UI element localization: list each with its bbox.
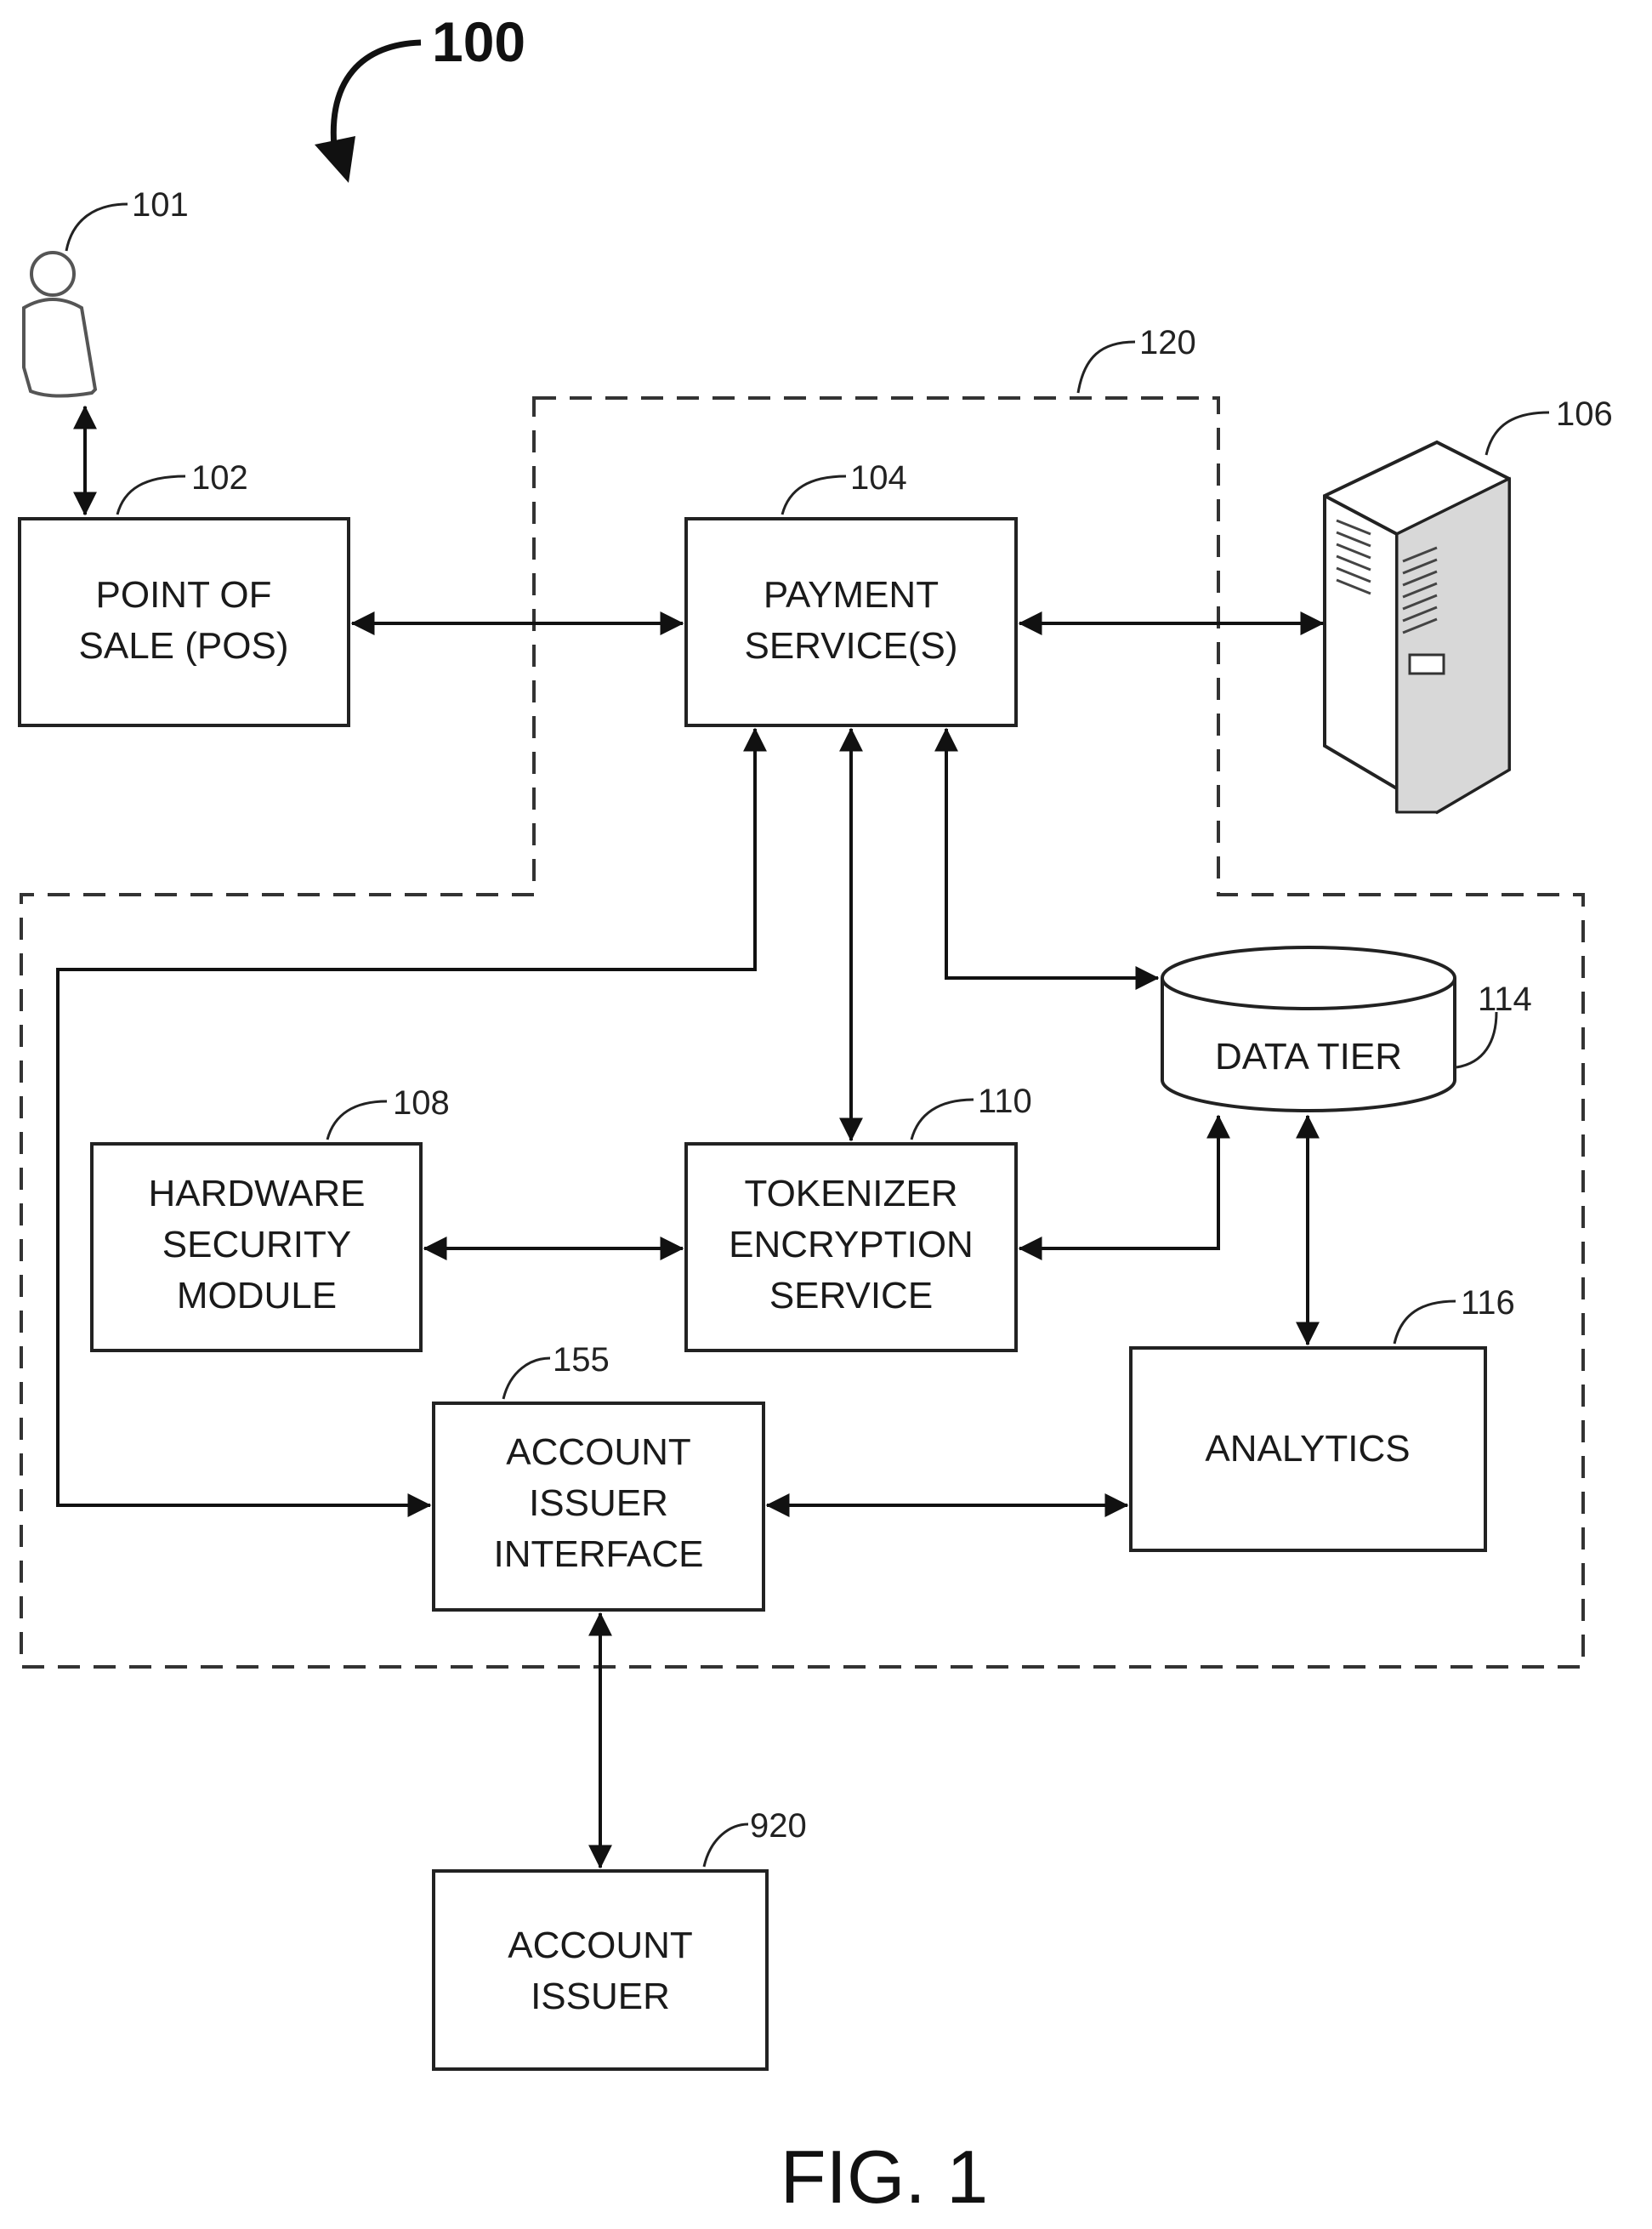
aii-label-line-1: ACCOUNT: [506, 1431, 691, 1473]
figure-caption: FIG. 1: [781, 2135, 989, 2219]
datatier-label: DATA TIER: [1215, 1036, 1402, 1078]
analytics-lead-line: [1394, 1301, 1456, 1344]
issuer-lead-line: [704, 1824, 748, 1867]
analytics-ref: 116: [1461, 1284, 1515, 1322]
datatier-lead-line: [1456, 1012, 1496, 1067]
datatier-node: DATA TIER 114: [1162, 947, 1532, 1111]
payment-datatier-arrow: [946, 729, 1158, 978]
tokenizer-label-line-3: SERVICE: [769, 1275, 933, 1316]
aii-ref: 155: [553, 1341, 610, 1379]
datatier-cylinder-top: [1162, 947, 1455, 1009]
server-drive-icon: [1410, 655, 1444, 674]
pos-box: [20, 519, 349, 725]
pos-label-line-1: POINT OF: [96, 574, 272, 616]
issuer-label-line-2: ISSUER: [531, 1976, 670, 2017]
aii-label-line-2: ISSUER: [529, 1482, 668, 1524]
issuer-label-line-1: ACCOUNT: [508, 1925, 693, 1966]
payment-node: PAYMENT SERVICE(S) 104: [686, 459, 1016, 725]
server-node: 106: [1325, 395, 1613, 812]
payment-ref: 104: [850, 459, 907, 497]
boundary-ref: 120: [1139, 324, 1196, 361]
hsm-label-line-1: HARDWARE: [148, 1173, 365, 1214]
payment-box: [686, 519, 1016, 725]
pos-node: POINT OF SALE (POS) 102: [20, 459, 349, 725]
payment-label-line-2: SERVICE(S): [744, 625, 957, 667]
figure-ref-number: 100: [432, 10, 525, 73]
pos-lead-line: [117, 476, 185, 515]
analytics-node: ANALYTICS 116: [1131, 1284, 1515, 1550]
server-lead-line: [1486, 412, 1549, 455]
tokenizer-label-line-2: ENCRYPTION: [729, 1224, 974, 1265]
figure-ref-arrowhead: [315, 136, 355, 183]
payment-label-line-1: PAYMENT: [764, 574, 939, 616]
payment-lead-line: [782, 476, 846, 515]
hsm-label-line-3: MODULE: [177, 1275, 337, 1316]
tokenizer-label-line-1: TOKENIZER: [744, 1173, 957, 1214]
user-lead-line: [66, 204, 128, 251]
user-figure: 101: [24, 186, 189, 396]
user-ref: 101: [132, 186, 189, 224]
aii-lead-line: [503, 1358, 550, 1399]
aii-node: ACCOUNT ISSUER INTERFACE 155: [434, 1341, 764, 1610]
user-body-icon: [24, 299, 95, 396]
analytics-label: ANALYTICS: [1205, 1428, 1410, 1470]
tokenizer-datatier-arrow: [1019, 1116, 1218, 1248]
hsm-lead-line: [327, 1101, 387, 1140]
issuer-box: [434, 1871, 767, 2069]
server-side-face: [1397, 479, 1509, 812]
tokenizer-ref: 110: [978, 1083, 1032, 1120]
aii-label-line-3: INTERFACE: [494, 1533, 704, 1575]
datatier-ref: 114: [1478, 981, 1532, 1018]
hsm-node: HARDWARE SECURITY MODULE 108: [92, 1084, 450, 1350]
tokenizer-node: TOKENIZER ENCRYPTION SERVICE 110: [686, 1083, 1032, 1350]
boundary-lead-line: [1078, 342, 1135, 393]
figure-reference: 100: [315, 10, 525, 183]
server-ref: 106: [1556, 395, 1613, 433]
pos-label-line-2: SALE (POS): [79, 625, 289, 667]
hsm-ref: 108: [393, 1084, 450, 1122]
hsm-label-line-2: SECURITY: [162, 1224, 351, 1265]
issuer-node: ACCOUNT ISSUER 920: [434, 1807, 807, 2069]
pos-ref: 102: [191, 459, 248, 497]
user-head-icon: [31, 253, 74, 295]
issuer-ref: 920: [750, 1807, 807, 1845]
tokenizer-lead-line: [911, 1100, 974, 1140]
